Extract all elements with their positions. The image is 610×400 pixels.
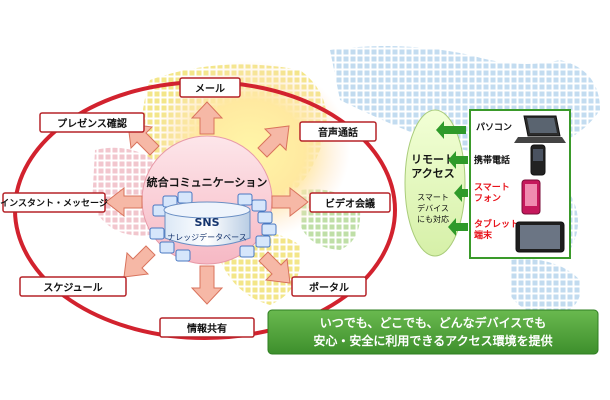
presence-label: プレゼンス確認: [57, 117, 127, 130]
arrow-to-instant-message: [105, 186, 143, 218]
tagline-line2: 安心・安全に利用できるアクセス環境を提供: [313, 333, 552, 348]
center-title: 統合コミュニケーション: [147, 175, 268, 189]
mail-box[interactable]: メール: [179, 77, 241, 98]
video-label: ビデオ会議: [325, 197, 375, 210]
arrow-to-portal: [258, 251, 291, 284]
presence-box[interactable]: プレゼンス確認: [39, 112, 145, 133]
device-panel: パソコン 携帯電話 スマート フォン タブレット 端末: [436, 109, 571, 259]
remote-sub-line3: にも対応: [417, 214, 449, 224]
arrow-smartphone: [454, 184, 468, 202]
user-icons: [149, 191, 277, 262]
instant-message-label: インスタント・メッセージ: [0, 197, 108, 209]
tablet-label-line2: 端末: [474, 229, 493, 241]
phone-label: 携帯電話: [474, 154, 510, 166]
schedule-box[interactable]: スケジュール: [19, 276, 127, 297]
knowledge-db-label: ナレッジデータベース: [167, 232, 247, 242]
info-share-box[interactable]: 情報共有: [159, 317, 255, 338]
sns-label: SNS: [194, 216, 219, 229]
sns-database: SNS ナレッジデータベース: [149, 191, 277, 262]
smartphone-icon: [521, 179, 541, 215]
arrow-to-video: [271, 186, 309, 218]
arrow-to-schedule: [123, 245, 156, 278]
info-share-label: 情報共有: [187, 322, 227, 335]
schedule-label: スケジュール: [43, 282, 102, 294]
laptop-icon: [514, 115, 566, 143]
remote-access-ellipse: [404, 109, 466, 257]
tagline-banner: いつでも、どこでも、どんなデバイスでも 安心・安全に利用できるアクセス環境を提供: [267, 309, 599, 355]
voice-label: 音声通話: [318, 126, 358, 139]
remote-title-line2: アクセス: [411, 167, 454, 180]
remote-access: リモート アクセス スマート デバイス にも対応: [404, 109, 466, 257]
remote-sub-line1: スマート: [417, 193, 449, 202]
video-box[interactable]: ビデオ会議: [309, 192, 391, 213]
tablet-icon: [515, 221, 565, 253]
tagline-line1: いつでも、どこでも、どんなデバイスでも: [320, 315, 547, 330]
mail-label: メール: [195, 83, 225, 95]
arrow-to-voice: [257, 125, 290, 158]
remote-title-line1: リモート: [411, 153, 455, 166]
tablet-label-line1: タブレット: [474, 218, 519, 230]
feature-boxes: メール プレゼンス確認 音声通話 インスタント・メッセージ ビデオ会議 スケジュ…: [0, 77, 391, 338]
instant-message-box[interactable]: インスタント・メッセージ: [0, 192, 108, 213]
smartphone-label-line2: フォン: [474, 193, 501, 204]
pc-label: パソコン: [476, 121, 512, 133]
arrow-to-mail: [190, 101, 224, 135]
portal-label: ポータル: [309, 281, 349, 294]
arrow-tablet: [448, 218, 468, 236]
arrow-to-info-share: [190, 265, 224, 305]
remote-sub-line2: デバイス: [417, 203, 449, 213]
mobile-phone-icon: [530, 144, 546, 176]
portal-box[interactable]: ポータル: [291, 276, 367, 297]
voice-box[interactable]: 音声通話: [299, 121, 377, 142]
arrow-pc: [436, 121, 466, 139]
smartphone-label-line1: スマート: [474, 182, 510, 193]
arrow-phone: [448, 151, 468, 169]
device-arrows: [436, 121, 468, 236]
